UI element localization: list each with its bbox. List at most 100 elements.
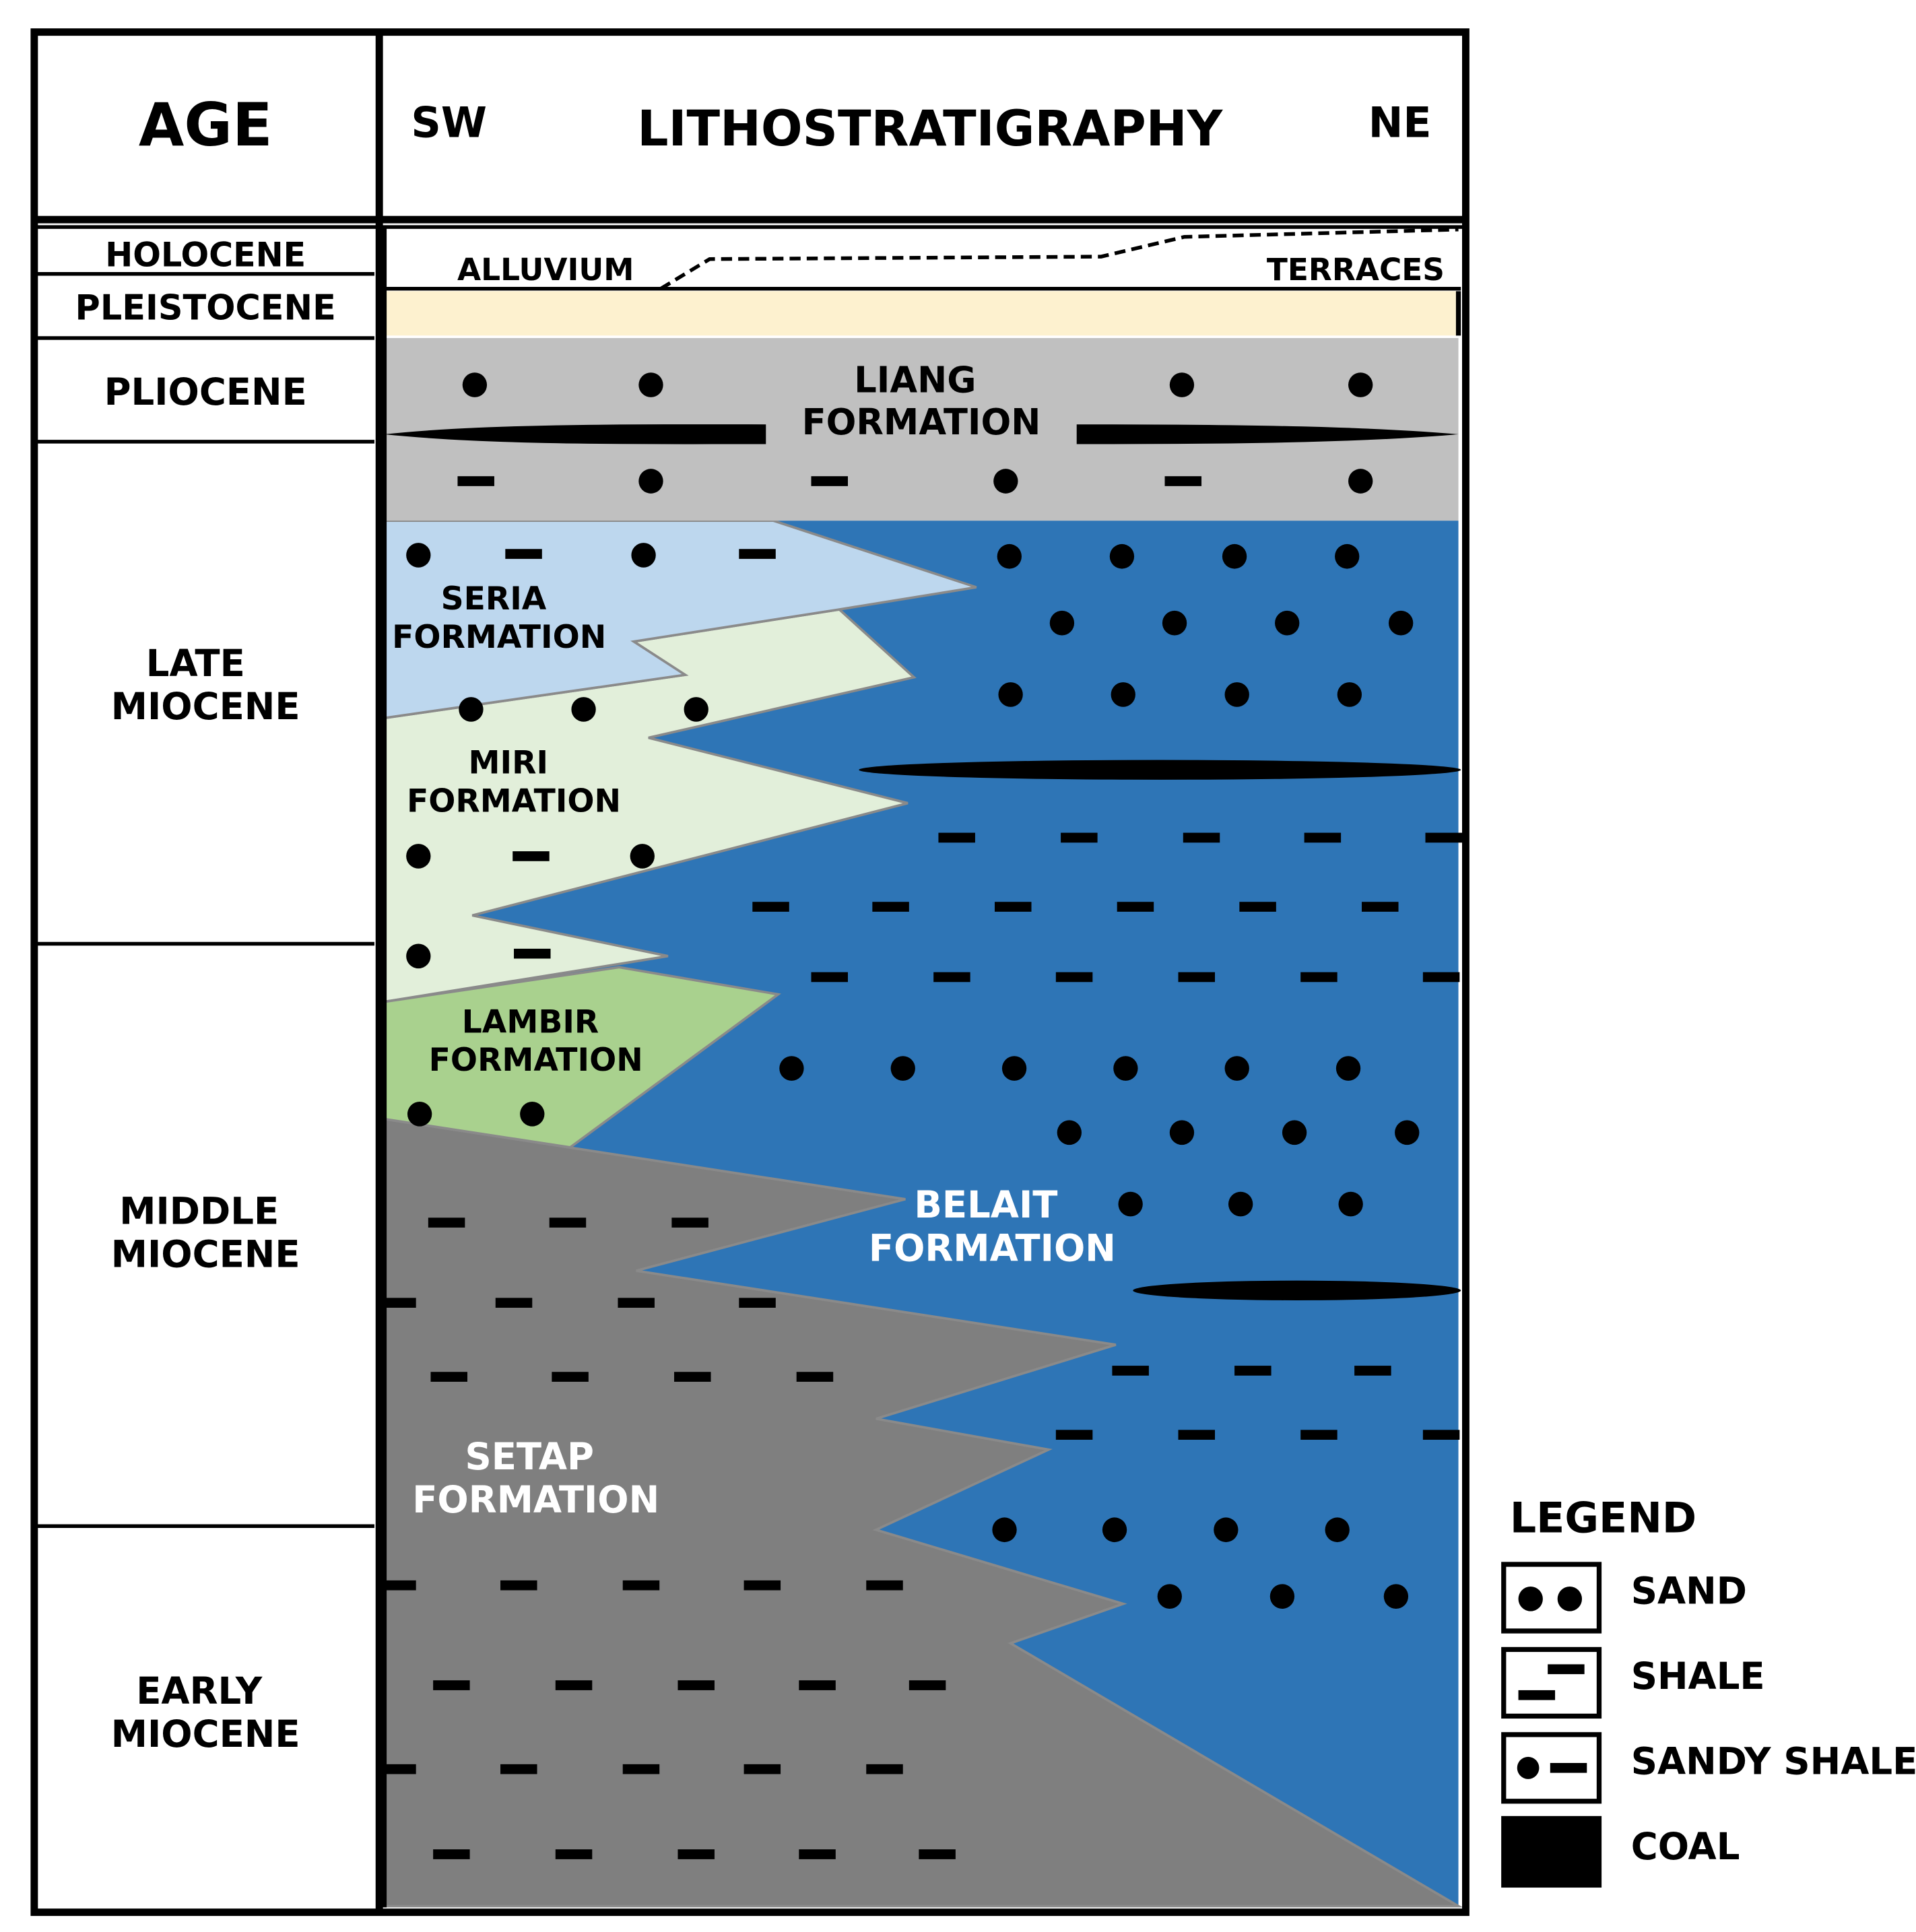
shale-dash — [671, 1218, 708, 1228]
coal-lens — [384, 424, 766, 444]
shale-dash — [457, 476, 494, 486]
legend-title: LEGEND — [1510, 1493, 1696, 1542]
shale-dash — [552, 1372, 589, 1382]
sand-dot — [998, 682, 1023, 707]
age-holocene: HOLOCENE — [105, 236, 306, 275]
shale-dash — [933, 972, 970, 982]
sand-dot — [1335, 1056, 1361, 1081]
sand-dot — [1228, 1191, 1253, 1217]
legend-sandy-shale-swatch — [1501, 1732, 1602, 1804]
shale-dash — [1425, 832, 1462, 843]
coal-lens — [1133, 1280, 1461, 1300]
sand-dot — [1348, 372, 1373, 397]
setap-formation-area — [383, 1117, 1463, 1908]
shale-dash — [872, 902, 909, 912]
sand-dot — [997, 543, 1022, 569]
shale-dash — [500, 1580, 537, 1591]
sand-dot — [1335, 543, 1360, 569]
shale-dash — [555, 1680, 593, 1690]
sand-dot — [1395, 1120, 1420, 1145]
sand-dot — [1118, 1191, 1143, 1217]
legend-coal-swatch — [1501, 1816, 1602, 1888]
shale-dash — [1422, 972, 1460, 982]
sand-dot — [1169, 1120, 1195, 1145]
age-header: AGE — [139, 91, 273, 160]
shale-dash — [1239, 902, 1276, 912]
sand-dot — [1224, 1056, 1249, 1081]
age-middle-miocene: MIDDLE MIOCENE — [111, 1189, 300, 1275]
shale-dash — [1234, 1366, 1271, 1376]
sand-dot — [462, 372, 488, 397]
shale-dash — [513, 851, 550, 861]
shale-dash — [739, 1298, 776, 1308]
shale-dash — [433, 1680, 470, 1690]
shale-dash — [796, 1372, 834, 1382]
sand-dot — [1388, 610, 1414, 636]
sand-dot — [407, 1102, 432, 1127]
shale-dash — [495, 1298, 533, 1308]
shale-dash — [549, 1218, 587, 1228]
sand-dot — [571, 697, 596, 722]
sand-dot — [1383, 1584, 1409, 1609]
sand-dot — [1282, 1120, 1307, 1145]
shale-dash — [938, 832, 975, 843]
sand-dot — [1269, 1584, 1295, 1609]
shale-dash — [1300, 972, 1337, 982]
sand-dot — [1325, 1517, 1350, 1543]
sand-dot — [1157, 1584, 1182, 1609]
lithostratigraphy-header: LITHOSTRATIGRAPHY — [637, 100, 1223, 158]
shale-dash — [1178, 1430, 1216, 1440]
shale-dash — [909, 1680, 946, 1690]
sand-dot — [1348, 469, 1373, 494]
shale-dash — [995, 902, 1032, 912]
shale-dash — [622, 1580, 660, 1591]
shale-dash — [1061, 832, 1098, 843]
shale-dash — [1354, 1366, 1391, 1376]
shale-dash — [555, 1849, 593, 1859]
sand-dot — [1224, 682, 1249, 707]
sand-dot — [520, 1102, 545, 1127]
shale-dash — [1304, 832, 1342, 843]
shale-dash — [811, 476, 848, 486]
shale-dash — [739, 549, 776, 559]
age-pleistocene: PLEISTOCENE — [75, 288, 336, 328]
sw-direction-label: SW — [411, 98, 487, 147]
shale-dash — [1164, 476, 1202, 486]
ne-direction-label: NE — [1368, 98, 1432, 147]
shale-dash — [428, 1218, 465, 1228]
shale-dash — [505, 549, 542, 559]
shale-dash — [866, 1580, 903, 1591]
sand-dot — [993, 469, 1018, 494]
shale-dash — [919, 1849, 956, 1859]
shale-dash — [514, 948, 551, 959]
terraces-label: TERRACES — [1267, 252, 1445, 288]
sand-dot — [1049, 610, 1075, 636]
alluvium-label: ALLUVIUM — [457, 252, 634, 288]
pleistocene-band — [384, 291, 1456, 336]
sand-dot — [992, 1517, 1017, 1543]
sand-dot — [684, 697, 708, 722]
shale-dash — [430, 1372, 467, 1382]
shale-dash — [744, 1764, 781, 1774]
coal-lens — [859, 760, 1461, 780]
shale-dash — [752, 902, 789, 912]
age-late-miocene: LATE MIOCENE — [111, 642, 300, 728]
seria-formation-area — [383, 519, 977, 720]
sand-dot — [1113, 1056, 1138, 1081]
sand-dot — [631, 543, 656, 568]
belait-formation-label: BELAIT FORMATION — [869, 1183, 1116, 1269]
age-pliocene: PLIOCENE — [104, 370, 307, 413]
lambir-formation-label: LAMBIR FORMATION — [429, 1003, 643, 1079]
sand-dot — [406, 943, 431, 969]
setap-formation-label: SETAP FORMATION — [412, 1435, 659, 1521]
shale-dash — [500, 1764, 537, 1774]
shale-dash — [618, 1298, 655, 1308]
shale-dash — [1178, 972, 1216, 982]
legend-sand-swatch — [1501, 1562, 1602, 1634]
shale-dash — [1117, 902, 1154, 912]
shale-dash — [744, 1580, 781, 1591]
liang-formation-label: LIANG FORMATION — [802, 360, 1041, 443]
sand-dot — [406, 844, 431, 869]
sand-dot — [1109, 543, 1135, 569]
